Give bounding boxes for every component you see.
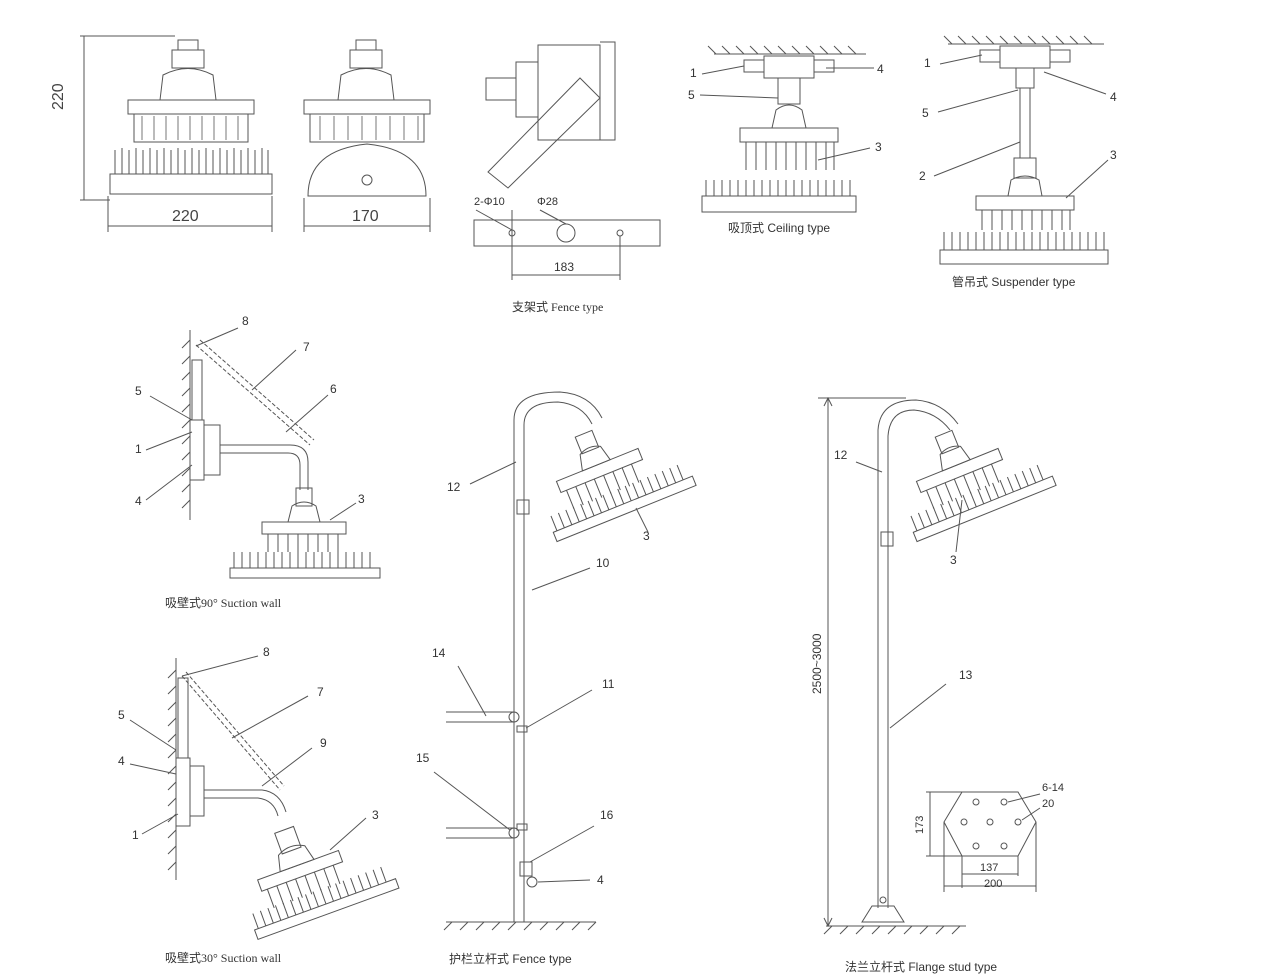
fence-pole-lamp <box>433 391 697 931</box>
label-wall90-5: 5 <box>135 384 142 398</box>
caption-wall-30: 吸壁式30° Suction wall <box>165 951 282 965</box>
dim-height: 220 <box>50 83 67 110</box>
caption-ceiling: 吸顶式 Ceiling type <box>728 221 831 235</box>
dim-width-side: 170 <box>352 208 379 225</box>
dim-flange-20: 20 <box>1042 798 1055 810</box>
label-wall90-4: 4 <box>135 494 142 508</box>
label-wall90-3: 3 <box>358 492 365 506</box>
label-ceiling-4: 4 <box>877 62 884 76</box>
label-flange-13: 13 <box>959 668 973 682</box>
label-wall30-5: 5 <box>118 708 125 722</box>
label-fence-4: 4 <box>597 873 604 887</box>
dim-flange-hole: 6-14 <box>1042 782 1065 794</box>
caption-flange: 法兰立杆式 Flange stud type <box>845 960 998 974</box>
side-view-lamp <box>303 39 431 232</box>
dim-spacing: 183 <box>554 260 575 274</box>
label-fence-3: 3 <box>643 529 650 543</box>
label-wall90-7: 7 <box>303 340 310 354</box>
caption-wall-90: 吸壁式90° Suction wall <box>165 596 282 610</box>
label-fence-10: 10 <box>596 556 610 570</box>
label-suspender-5: 5 <box>922 106 929 120</box>
label-wall30-7: 7 <box>317 685 324 699</box>
label-fence-14: 14 <box>432 646 446 660</box>
dim-pole-height: 2500~3000 <box>810 633 824 694</box>
caption-fence-pole: 护栏立杆式 Fence type <box>449 952 572 966</box>
suction-wall-90-lamp <box>145 327 381 579</box>
ceiling-type-lamp <box>699 45 874 213</box>
fence-bracket-lamp <box>473 41 661 280</box>
label-fence-16: 16 <box>600 808 614 822</box>
dim-flange-200: 200 <box>984 878 1003 890</box>
label-wall90-1: 1 <box>135 442 142 456</box>
suction-wall-30-lamp <box>129 655 400 941</box>
label-fence-15: 15 <box>416 751 430 765</box>
caption-suspender: 管吊式 Suspender type <box>952 275 1076 289</box>
dim-hole-big: Φ28 <box>537 196 559 208</box>
front-view-lamp <box>80 35 273 232</box>
suspender-type-lamp <box>933 35 1109 265</box>
label-ceiling-5: 5 <box>688 88 695 102</box>
label-wall30-1: 1 <box>132 828 139 842</box>
dim-width-front: 220 <box>172 208 199 225</box>
label-suspender-1: 1 <box>924 56 931 70</box>
label-flange-12: 12 <box>834 448 848 462</box>
caption-fence-bracket: 支架式 Fence type <box>512 300 604 314</box>
label-suspender-4: 4 <box>1110 90 1117 104</box>
dim-hole-label: 2-Φ10 <box>474 196 505 208</box>
label-wall90-8: 8 <box>242 314 249 328</box>
label-ceiling-3: 3 <box>875 140 882 154</box>
label-wall30-4: 4 <box>118 754 125 768</box>
label-suspender-3: 3 <box>1110 148 1117 162</box>
label-fence-12: 12 <box>447 480 461 494</box>
label-wall30-3: 3 <box>372 808 379 822</box>
label-wall30-9: 9 <box>320 736 327 750</box>
flange-pole-lamp <box>818 396 1057 935</box>
label-suspender-2: 2 <box>919 169 926 183</box>
dim-flange-side: 173 <box>914 815 926 834</box>
label-flange-3: 3 <box>950 553 957 567</box>
label-wall90-6: 6 <box>330 382 337 396</box>
label-ceiling-1: 1 <box>690 66 697 80</box>
label-fence-11: 11 <box>602 677 615 691</box>
dim-flange-137: 137 <box>980 862 999 874</box>
label-wall30-8: 8 <box>263 645 270 659</box>
